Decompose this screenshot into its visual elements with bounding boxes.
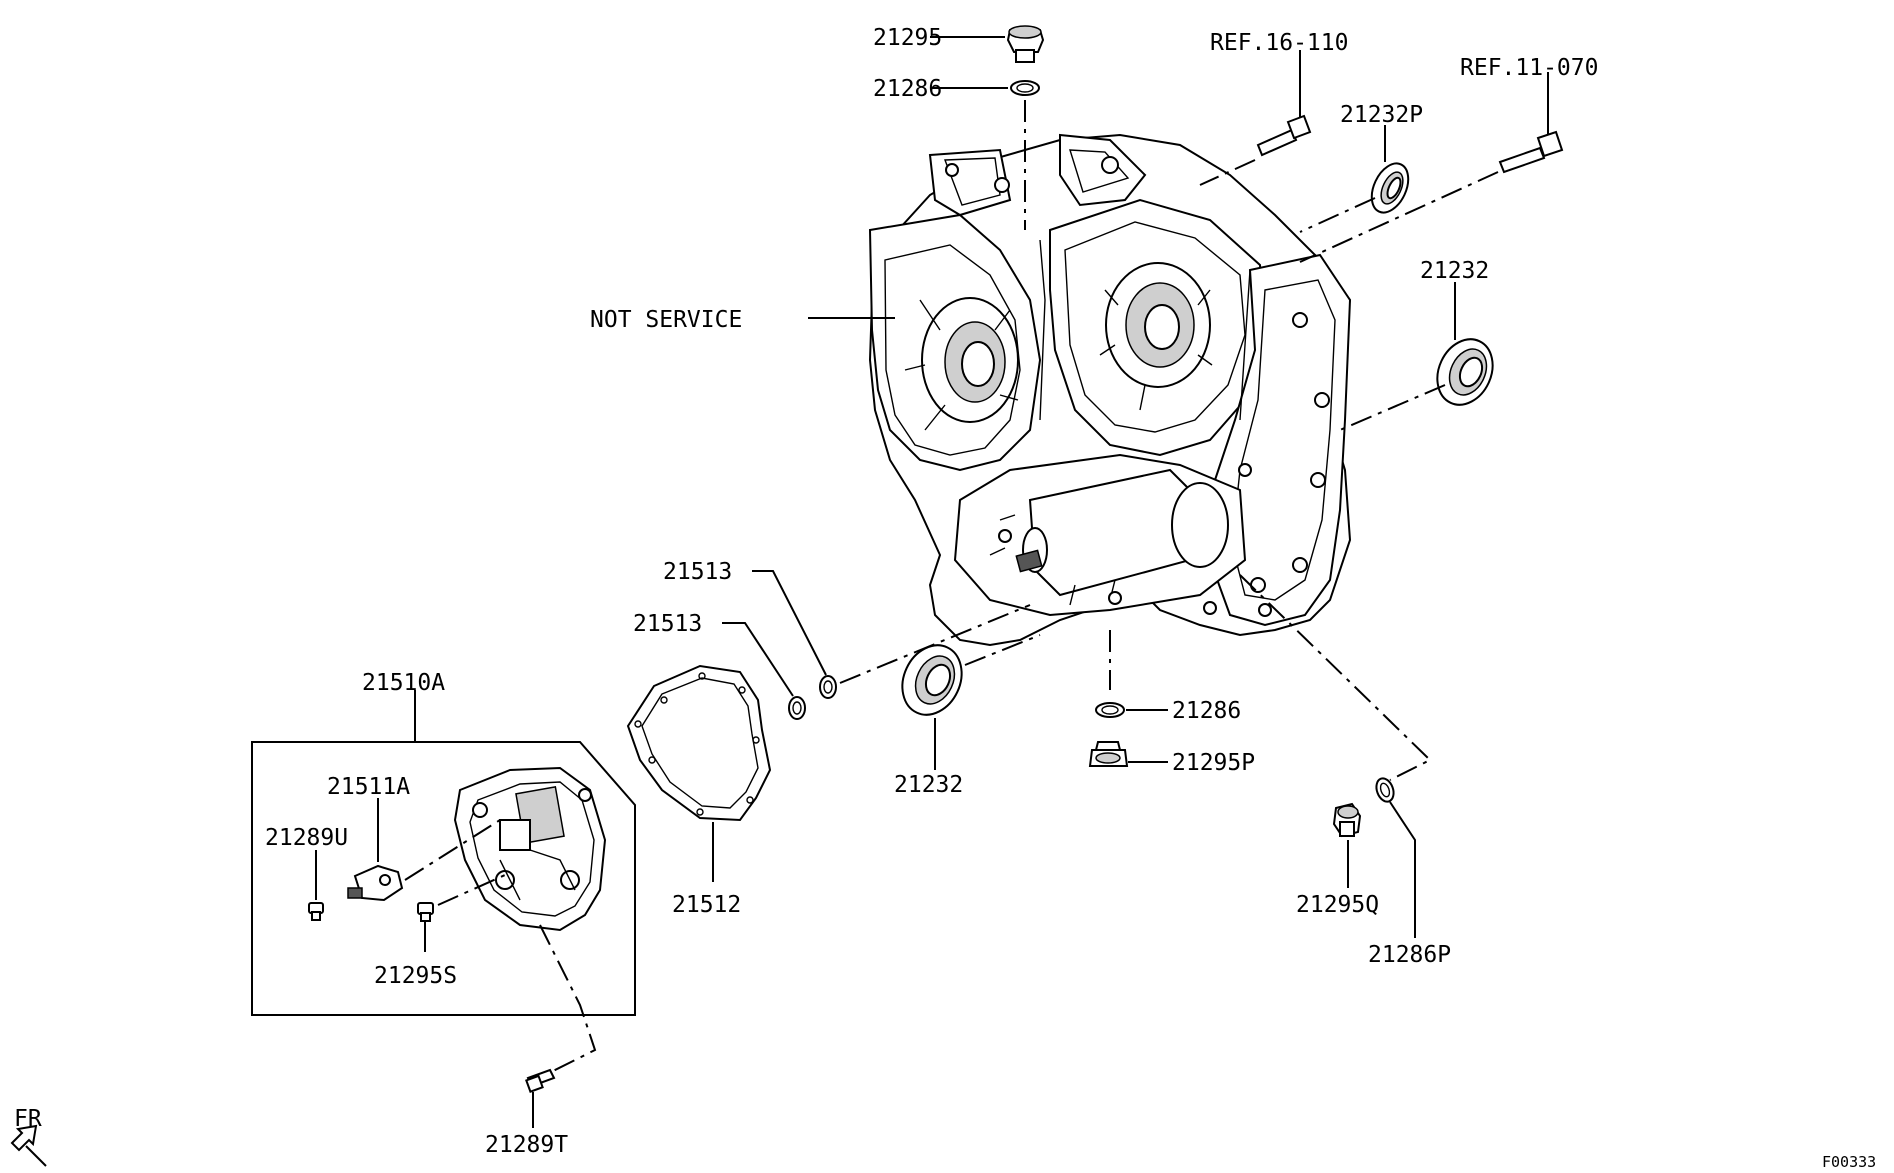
label-21232-right: 21232 — [1420, 258, 1489, 284]
label-21512: 21512 — [672, 892, 741, 918]
washer-21286-mid — [1095, 702, 1125, 718]
label-21295Q: 21295Q — [1296, 892, 1379, 918]
label-21513-a: 21513 — [663, 559, 732, 585]
washer-top — [1010, 80, 1040, 96]
centerline-21232-right — [1339, 384, 1446, 431]
centerline-21232-bottom — [964, 634, 1041, 666]
bolt-21289T — [525, 1068, 556, 1093]
label-21232-bottom: 21232 — [894, 772, 963, 798]
centerline-sensor — [404, 819, 501, 881]
centerline-o-rings — [839, 604, 1031, 684]
assembly-box-21510A — [251, 741, 636, 1016]
leader-21513-b — [722, 622, 794, 697]
leader-21286P — [1389, 801, 1416, 938]
ref-bolt-16-110 — [1256, 114, 1312, 157]
transaxle-case-illustration — [868, 133, 1352, 647]
label-21510A: 21510A — [362, 670, 445, 696]
leader-21513-a — [752, 570, 827, 676]
oil-seal-21232-bottom — [901, 644, 963, 716]
front-direction-arrow-icon — [10, 1124, 47, 1167]
centerline-21289T — [539, 924, 597, 1076]
label-ref-16-110: REF.16-110 — [1210, 30, 1348, 56]
label-21286-mid: 21286 — [1172, 698, 1241, 724]
drain-plug-top — [1006, 25, 1045, 63]
transfer-actuator-body — [453, 766, 607, 932]
centerline-plug-21295S — [437, 874, 506, 906]
washer-21286P — [1375, 777, 1395, 803]
o-ring-21513-a — [819, 675, 837, 699]
centerline-ref-11-070 — [1299, 171, 1499, 263]
plug-21295S — [417, 902, 434, 922]
figure-code: F00333 — [1822, 1153, 1876, 1171]
label-ref-11-070: REF.11-070 — [1460, 55, 1598, 81]
bolt-21289U — [308, 902, 324, 921]
gasket-21512 — [626, 664, 772, 822]
label-21511A: 21511A — [327, 774, 410, 800]
label-21289U: 21289U — [265, 825, 348, 851]
drain-plug-21295P — [1088, 741, 1129, 767]
label-21289T: 21289T — [485, 1132, 568, 1158]
label-21286P: 21286P — [1368, 942, 1451, 968]
label-21295-top: 21295 — [873, 25, 942, 51]
oil-seal-21232-right — [1436, 338, 1494, 406]
centerline-21295Q — [1239, 574, 1432, 781]
oil-seal-21232P — [1370, 162, 1410, 214]
label-21513-b: 21513 — [633, 611, 702, 637]
centerline-21232P — [1299, 197, 1376, 233]
label-not-service: NOT SERVICE — [590, 307, 742, 333]
label-21295S: 21295S — [374, 963, 457, 989]
centerline-ref-16-110 — [1199, 159, 1256, 186]
label-21232P: 21232P — [1340, 102, 1423, 128]
ref-bolt-11-070 — [1498, 130, 1564, 174]
o-ring-21513-b — [788, 696, 806, 720]
drain-plug-21295Q — [1332, 802, 1362, 838]
label-21295P: 21295P — [1172, 750, 1255, 776]
label-fr: FR — [14, 1106, 42, 1132]
sensor-21511A — [347, 864, 404, 902]
label-21286-top: 21286 — [873, 76, 942, 102]
